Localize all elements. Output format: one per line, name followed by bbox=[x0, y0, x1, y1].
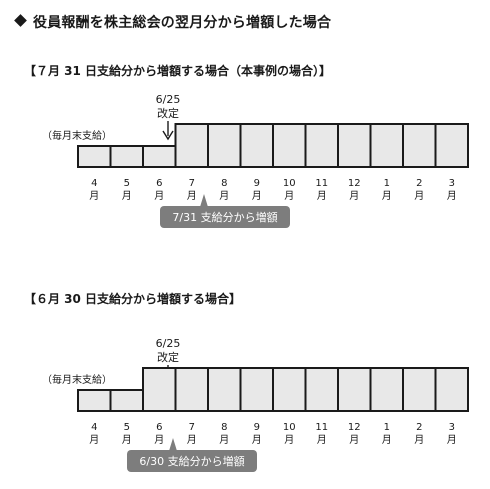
month-unit-6: 月 bbox=[154, 190, 164, 202]
month-unit-3: 月 bbox=[447, 434, 457, 446]
raised-salary-cell-12 bbox=[337, 367, 372, 412]
month-unit-12: 月 bbox=[349, 190, 359, 202]
month-number-4: 4 bbox=[91, 178, 97, 189]
month-unit-11: 月 bbox=[317, 434, 327, 446]
callout-pointer-icon bbox=[169, 438, 177, 451]
callout-box bbox=[160, 206, 290, 228]
raised-salary-cell-10 bbox=[272, 123, 307, 168]
scenario-2-heading: 【６月 30 日支給分から増額する場合】 bbox=[24, 292, 242, 306]
raised-salary-cell-3 bbox=[434, 123, 469, 168]
month-number-6: 6 bbox=[156, 422, 162, 433]
month-number-4: 4 bbox=[91, 422, 97, 433]
base-salary-cell-5 bbox=[109, 145, 144, 168]
month-number-7: 7 bbox=[189, 178, 195, 189]
raised-salary-cell-11 bbox=[304, 123, 339, 168]
scenario-1-timeline: 6/25改定（毎月末支給）4月5月6月7月8月9月10月11月12月1月2月3月… bbox=[42, 93, 469, 228]
raised-salary-cell-8 bbox=[207, 123, 242, 168]
raised-salary-cell-8 bbox=[207, 367, 242, 412]
month-number-11: 11 bbox=[315, 422, 328, 433]
scenario-2-timeline: 6/25改定（毎月末支給）4月5月6月7月8月9月10月11月12月1月2月3月… bbox=[42, 337, 469, 472]
month-number-8: 8 bbox=[221, 422, 227, 433]
month-unit-10: 月 bbox=[284, 434, 294, 446]
raised-salary-cell-2 bbox=[402, 367, 437, 412]
payment-timing-label: （毎月末支給） bbox=[42, 129, 112, 142]
month-unit-9: 月 bbox=[252, 434, 262, 446]
month-number-10: 10 bbox=[283, 178, 296, 189]
month-number-9: 9 bbox=[254, 178, 260, 189]
month-number-12: 12 bbox=[348, 178, 361, 189]
base-salary-cell-4 bbox=[77, 389, 112, 412]
month-unit-4: 月 bbox=[89, 434, 99, 446]
raised-salary-cell-9 bbox=[239, 123, 274, 168]
month-unit-6: 月 bbox=[154, 434, 164, 446]
raised-salary-cell-3 bbox=[434, 367, 469, 412]
month-number-3: 3 bbox=[449, 178, 455, 189]
month-unit-12: 月 bbox=[349, 434, 359, 446]
month-unit-1: 月 bbox=[382, 434, 392, 446]
raised-salary-cell-10 bbox=[272, 367, 307, 412]
month-number-11: 11 bbox=[315, 178, 328, 189]
month-number-7: 7 bbox=[189, 422, 195, 433]
month-unit-2: 月 bbox=[414, 190, 424, 202]
month-number-9: 9 bbox=[254, 422, 260, 433]
revision-label: 改定 bbox=[157, 106, 179, 120]
month-number-12: 12 bbox=[348, 422, 361, 433]
revision-date: 6/25 bbox=[156, 337, 181, 350]
raised-salary-cell-9 bbox=[239, 367, 274, 412]
month-number-2: 2 bbox=[416, 178, 422, 189]
down-arrow-icon bbox=[162, 130, 174, 141]
base-salary-cell-6 bbox=[142, 145, 177, 168]
revision-date: 6/25 bbox=[156, 93, 181, 106]
page-title: 役員報酬を株主総会の翌月分から増額した場合 bbox=[14, 12, 332, 32]
callout-text: 6/30 支給分から増額 bbox=[139, 454, 244, 468]
month-unit-7: 月 bbox=[187, 190, 197, 202]
month-number-1: 1 bbox=[384, 178, 390, 189]
month-number-3: 3 bbox=[449, 422, 455, 433]
month-unit-5: 月 bbox=[122, 434, 132, 446]
month-number-5: 5 bbox=[124, 178, 130, 189]
month-number-1: 1 bbox=[384, 422, 390, 433]
raised-salary-cell-1 bbox=[369, 367, 404, 412]
payment-timing-label: （毎月末支給） bbox=[42, 373, 112, 386]
month-unit-8: 月 bbox=[219, 190, 229, 202]
revision-label: 改定 bbox=[157, 350, 179, 364]
raised-salary-cell-12 bbox=[337, 123, 372, 168]
page-title-text: 役員報酬を株主総会の翌月分から増額した場合 bbox=[33, 15, 332, 31]
month-unit-5: 月 bbox=[122, 190, 132, 202]
base-salary-cell-4 bbox=[77, 145, 112, 168]
callout-box bbox=[127, 450, 257, 472]
month-number-6: 6 bbox=[156, 178, 162, 189]
month-unit-8: 月 bbox=[219, 434, 229, 446]
raised-salary-cell-7 bbox=[174, 367, 209, 412]
month-unit-10: 月 bbox=[284, 190, 294, 202]
month-unit-1: 月 bbox=[382, 190, 392, 202]
raised-salary-cell-2 bbox=[402, 123, 437, 168]
month-unit-4: 月 bbox=[89, 190, 99, 202]
month-unit-3: 月 bbox=[447, 190, 457, 202]
month-unit-9: 月 bbox=[252, 190, 262, 202]
base-salary-cell-5 bbox=[109, 389, 144, 412]
month-unit-2: 月 bbox=[414, 434, 424, 446]
month-number-10: 10 bbox=[283, 422, 296, 433]
raised-salary-cell-1 bbox=[369, 123, 404, 168]
raised-salary-cell-11 bbox=[304, 367, 339, 412]
month-unit-11: 月 bbox=[317, 190, 327, 202]
raised-salary-cell-6 bbox=[142, 367, 177, 412]
callout-text: 7/31 支給分から増額 bbox=[172, 210, 277, 224]
month-unit-7: 月 bbox=[187, 434, 197, 446]
callout-pointer-icon bbox=[200, 194, 208, 207]
raised-salary-cell-7 bbox=[174, 123, 209, 168]
month-number-8: 8 bbox=[221, 178, 227, 189]
scenario-1-heading: 【７月 31 日支給分から増額する場合（本事例の場合）】 bbox=[24, 64, 332, 78]
month-number-2: 2 bbox=[416, 422, 422, 433]
month-number-5: 5 bbox=[124, 422, 130, 433]
